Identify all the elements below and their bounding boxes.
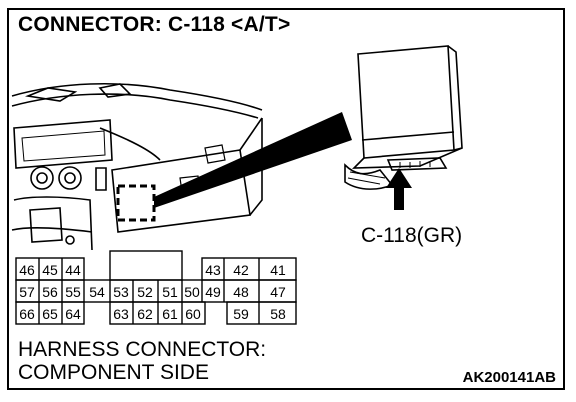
caption-line-1: HARNESS CONNECTOR:	[18, 338, 267, 361]
pin-46: 46	[19, 262, 35, 278]
pin-44: 44	[65, 262, 81, 278]
pin-62: 62	[137, 306, 153, 322]
pin-59: 59	[233, 306, 249, 322]
pin-labels: 46 45 44 43 42 41 57 56 55 54 53 52 51 5…	[19, 262, 286, 322]
pin-57: 57	[19, 284, 35, 300]
pin-61: 61	[162, 306, 178, 322]
pin-47: 47	[270, 284, 286, 300]
pin-56: 56	[42, 284, 58, 300]
pin-42: 42	[233, 262, 249, 278]
arrow-up-icon	[386, 168, 412, 210]
pin-50: 50	[184, 284, 200, 300]
pin-52: 52	[137, 284, 153, 300]
pin-45: 45	[42, 262, 58, 278]
pin-63: 63	[113, 306, 129, 322]
connector-label: C-118(GR)	[361, 224, 463, 247]
pin-54: 54	[89, 284, 105, 300]
pin-60: 60	[185, 306, 201, 322]
callout-wedge	[154, 112, 352, 208]
pin-55: 55	[65, 284, 81, 300]
connector-face	[15, 250, 297, 325]
pin-49: 49	[205, 284, 221, 300]
figure-title: CONNECTOR: C-118 <A/T>	[18, 13, 291, 36]
pin-53: 53	[113, 284, 129, 300]
pin-43: 43	[205, 262, 221, 278]
caption-line-2: COMPONENT SIDE	[18, 361, 209, 384]
ecu-module	[344, 45, 463, 190]
figure-frame	[7, 8, 565, 390]
pin-48: 48	[233, 284, 249, 300]
pin-66: 66	[19, 306, 35, 322]
dashboard-drawing	[11, 82, 263, 251]
pin-58: 58	[270, 306, 286, 322]
pin-41: 41	[270, 262, 286, 278]
pin-64: 64	[65, 306, 81, 322]
pin-51: 51	[162, 284, 178, 300]
location-marker	[116, 184, 156, 222]
figure-code: AK200141AB	[462, 369, 556, 386]
pin-65: 65	[42, 306, 58, 322]
